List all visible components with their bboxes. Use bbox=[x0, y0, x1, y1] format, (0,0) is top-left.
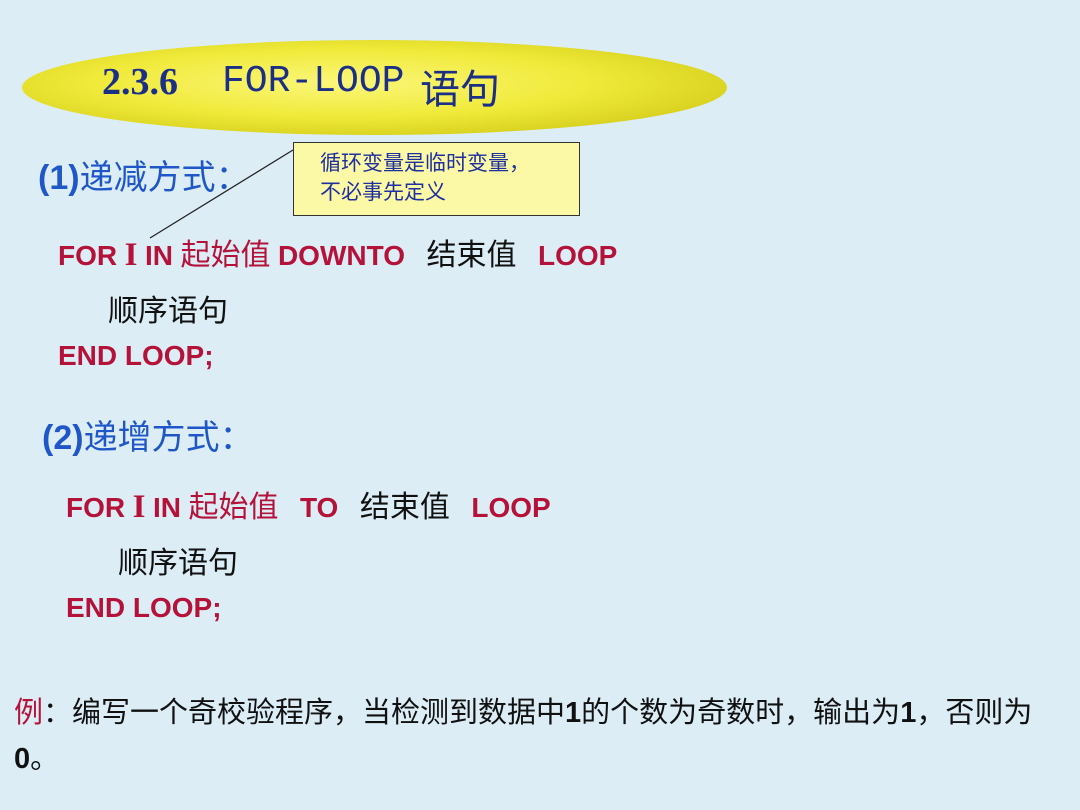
start-value: 起始值 bbox=[188, 491, 279, 524]
section2-end: END LOOP; bbox=[66, 592, 222, 623]
section1-colon: ： bbox=[215, 160, 250, 197]
section1-heading: (1)递减方式： bbox=[38, 150, 250, 199]
note-line-2: 不必事先定义 bbox=[320, 180, 446, 204]
section2-body: 顺序语句 bbox=[118, 547, 238, 580]
loop-variable: I bbox=[132, 489, 146, 525]
section1-end: END LOOP; bbox=[58, 340, 214, 371]
title-suffix: 语句 bbox=[420, 67, 500, 112]
section2-prefix: (2) bbox=[42, 419, 84, 457]
end-value: 结束值 bbox=[426, 239, 517, 272]
end-value: 结束值 bbox=[359, 491, 450, 524]
title-text: FOR-LOOP bbox=[222, 60, 405, 103]
section1-prefix: (1) bbox=[38, 159, 80, 197]
section2-colon: ： bbox=[219, 420, 254, 457]
example-label: 例 bbox=[14, 697, 44, 729]
kw-loop: LOOP bbox=[471, 492, 551, 523]
section2-heading: (2)递增方式： bbox=[42, 410, 254, 459]
note-line-1: 循环变量是临时变量， bbox=[320, 151, 530, 175]
section2-for-line: FOR I IN 起始值 TO 结束值 LOOP bbox=[66, 482, 551, 526]
example-number-2: 1 bbox=[900, 697, 917, 729]
callout-note: 循环变量是临时变量， 不必事先定义 bbox=[293, 142, 580, 216]
example-number-3: 0 bbox=[14, 743, 31, 775]
kw-in: IN bbox=[152, 492, 181, 523]
section1-label: 递减方式 bbox=[79, 160, 216, 197]
start-value: 起始值 bbox=[180, 239, 271, 272]
section2-label: 递增方式 bbox=[83, 420, 220, 457]
example-paragraph: 例：编写一个奇校验程序，当检测到数据中1的个数为奇数时，输出为1，否则为0。 bbox=[14, 690, 1074, 782]
title-number: 2.3.6 bbox=[102, 61, 178, 103]
kw-downto: DOWNTO bbox=[277, 240, 405, 271]
example-text-4: 。 bbox=[30, 743, 60, 775]
example-text-3: ，否则为 bbox=[916, 697, 1033, 729]
section1-body: 顺序语句 bbox=[108, 295, 228, 328]
example-number-1: 1 bbox=[565, 697, 582, 729]
kw-loop: LOOP bbox=[537, 240, 618, 271]
title-ellipse bbox=[22, 40, 727, 135]
loop-variable: I bbox=[124, 237, 138, 273]
example-text-1: ：编写一个奇校验程序，当检测到数据中 bbox=[43, 697, 566, 729]
kw-for: FOR bbox=[58, 240, 118, 271]
kw-in: IN bbox=[144, 240, 173, 271]
example-text-2: 的个数为奇数时，输出为 bbox=[581, 697, 901, 729]
kw-for: FOR bbox=[66, 492, 126, 523]
section1-for-line: FOR I IN 起始值 DOWNTO 结束值 LOOP bbox=[58, 230, 617, 274]
kw-to: TO bbox=[299, 492, 339, 523]
